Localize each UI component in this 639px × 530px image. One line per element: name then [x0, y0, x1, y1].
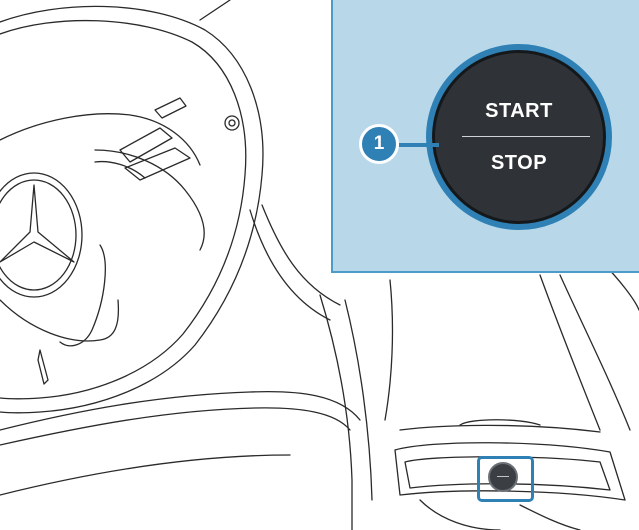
start-stop-button-small [488, 462, 518, 492]
steering-wheel [0, 6, 263, 412]
start-label: START [432, 100, 606, 123]
button-divider [462, 136, 590, 137]
control-stalks [95, 98, 239, 180]
callout-badge: 1 [359, 124, 399, 164]
dashboard-lines [0, 0, 360, 495]
start-stop-button-detail: START STOP [426, 44, 612, 230]
detail-inset: START STOP 1 [331, 0, 639, 273]
stop-label: STOP [432, 152, 606, 175]
callout-leader-line [399, 143, 439, 147]
